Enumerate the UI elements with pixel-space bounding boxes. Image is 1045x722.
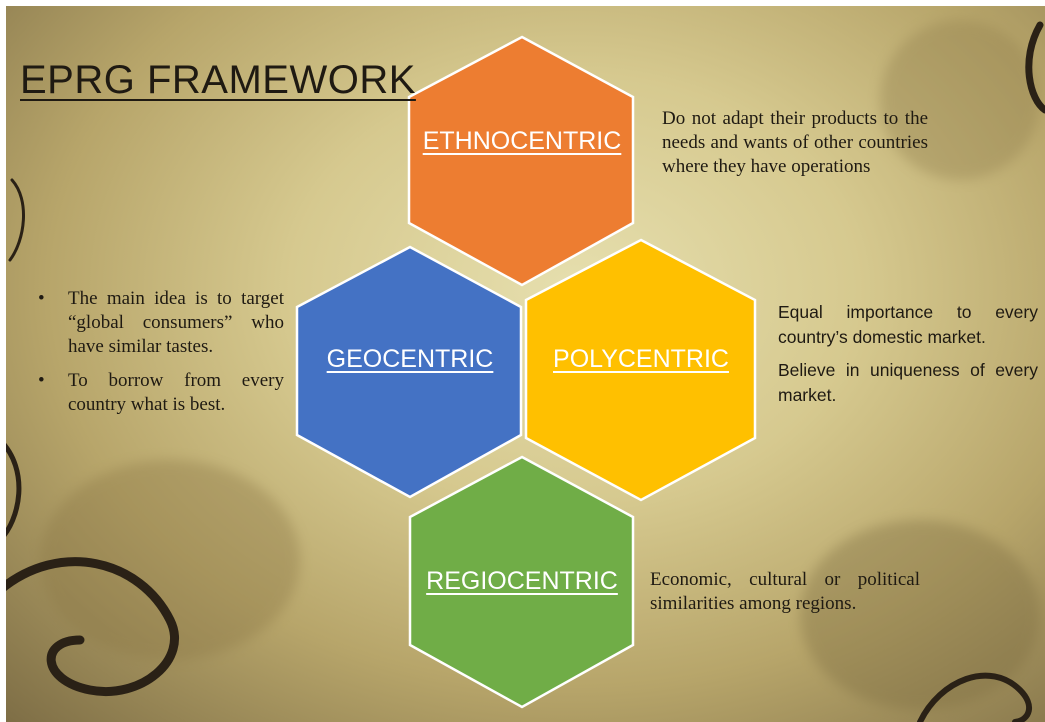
hexagon-label-geocentric: GEOCENTRIC: [326, 345, 494, 373]
polycentric-paragraph: Equal importance to every country’s dome…: [778, 302, 1038, 347]
geocentric-description-list: The main idea is to target “global consu…: [38, 287, 284, 427]
geocentric-bullet: The main idea is to target “global consu…: [38, 287, 284, 359]
geocentric-bullet: To borrow from every country what is bes…: [38, 369, 284, 417]
hexagon-label-regiocentric: REGIOCENTRIC: [426, 567, 618, 595]
decorative-swirl: [0, 437, 22, 543]
regiocentric-description: Economic, cultural or political similari…: [650, 569, 920, 614]
hexagon-label-ethnocentric: ETHNOCENTRIC: [422, 127, 622, 155]
decorative-swirl: [917, 672, 1032, 722]
hexagon-ethnocentric: [407, 35, 635, 287]
polycentric-description: Equal importance to every country’s dome…: [778, 300, 1038, 416]
hexagon-label-polycentric: POLYCENTRIC: [553, 345, 729, 373]
background-stain: [880, 20, 1040, 180]
hexagon-regiocentric: [408, 455, 635, 709]
decorative-swirl: [0, 557, 179, 696]
polycentric-paragraph: Believe in uniqueness of every market.: [778, 360, 1038, 405]
decorative-swirl: [1025, 21, 1045, 114]
hexagon-geocentric: [295, 245, 523, 499]
decorative-swirl: [8, 178, 25, 262]
page-title: EPRG FRAMEWORK: [20, 58, 416, 102]
hexagon-polycentric: [524, 238, 757, 502]
ethnocentric-description: Do not adapt their products to the needs…: [662, 108, 928, 177]
